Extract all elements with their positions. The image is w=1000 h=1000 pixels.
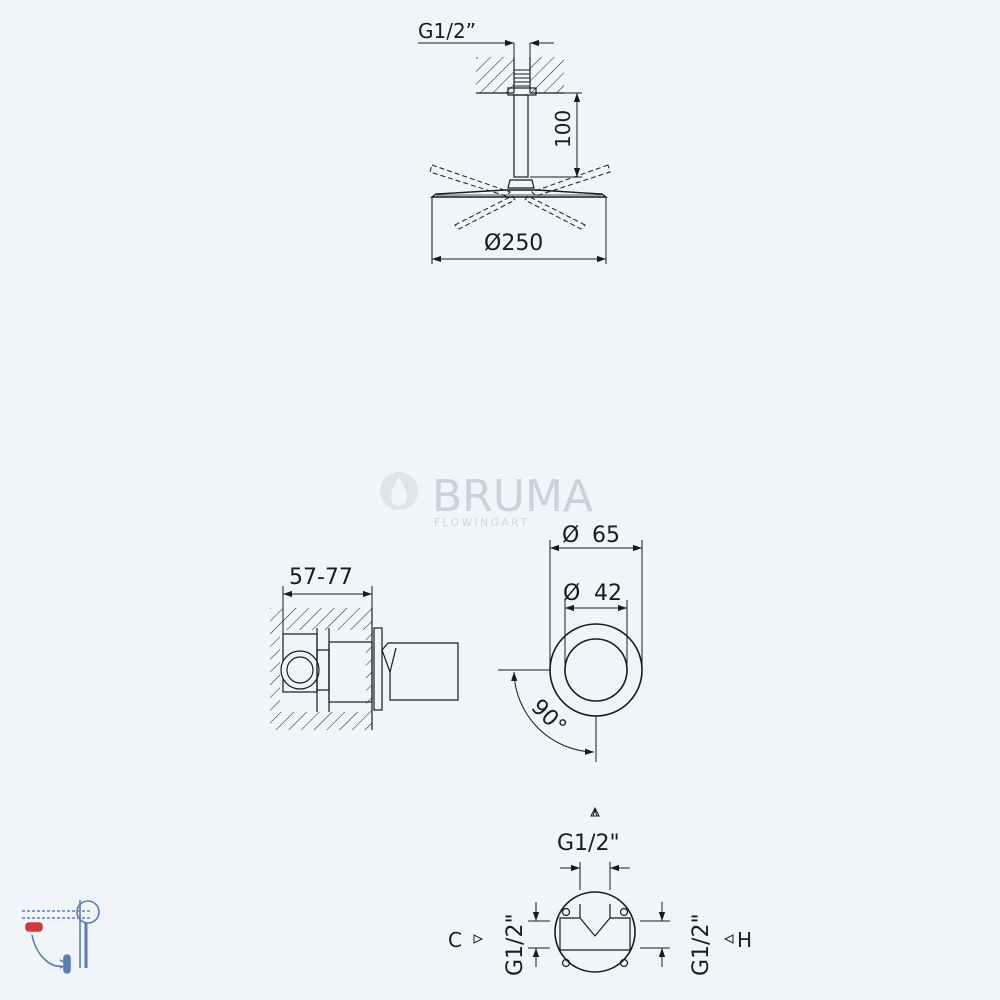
arm-length-dimension [530,92,582,178]
outer-diameter-symbol: Ø [562,523,579,548]
thread-label: G1/2” [418,19,476,43]
depth-label: 57-77 [289,565,353,590]
valve-outline [554,891,636,973]
head-diameter-dimension [431,197,607,264]
shower-arm [513,94,529,178]
ceiling-hatch [476,57,514,93]
right-thread-label: G1/2" [689,913,714,976]
shower-system-icon [22,900,100,974]
head-diameter-label: Ø250 [484,231,543,256]
top-thread-label: G1/2" [557,831,620,856]
hot-direction-icon [723,934,734,944]
escutcheon-plate [373,627,383,711]
inner-diameter-label: 42 [594,581,622,606]
inner-knob [564,638,628,702]
ball-joint [507,179,535,189]
rotation-label: 90° [526,695,571,740]
tilt-positions [429,164,611,230]
outlet-direction-icon [590,806,600,817]
cartridge [328,641,373,703]
thread-dimension [418,39,554,57]
watermark: BRUMA FLOWINGART [380,471,593,529]
brand-name: BRUMA [432,471,593,522]
thread [514,69,530,87]
mixer-handle [381,642,459,701]
valve-ports [559,917,631,951]
brand-tagline: FLOWINGART [434,517,529,529]
shower-head-drawing [418,39,611,264]
connection-drawing [473,806,734,973]
cold-label: C [448,928,462,952]
outer-plate [549,623,643,717]
hot-label: H [737,928,752,952]
drop-icon [380,472,418,510]
arm-length-label: 100 [551,110,575,148]
inner-diameter-symbol: Ø [563,581,580,606]
outer-diameter-label: 65 [592,523,620,548]
mixer-front-drawing [498,540,643,762]
ceiling-hatch [530,57,564,93]
cold-direction-icon [473,934,484,944]
mixer-side-drawing [270,586,459,730]
rotation-arc [511,671,595,755]
shower-head-plate [429,189,609,198]
left-thread-label: G1/2" [503,913,528,976]
